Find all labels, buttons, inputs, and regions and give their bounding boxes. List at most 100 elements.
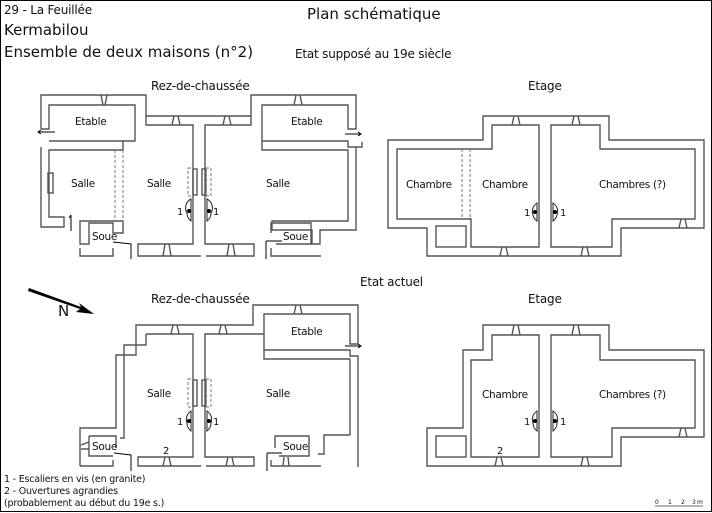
wall-line bbox=[318, 434, 350, 455]
room-label: Chambres (?) bbox=[599, 179, 666, 191]
wall-line bbox=[396, 124, 540, 248]
wall-line bbox=[204, 333, 264, 467]
plan-mark bbox=[207, 419, 211, 423]
stair-mark: 1 bbox=[524, 417, 530, 428]
room-label: Salle bbox=[71, 178, 95, 190]
room-label: Etable bbox=[75, 116, 106, 128]
wall-line bbox=[511, 324, 521, 336]
wall-line bbox=[678, 218, 688, 229]
stair-mark: 1 bbox=[560, 417, 566, 428]
past-upper-plan: 1 1 Chambre Chambre Chambres (?) bbox=[387, 115, 705, 257]
wall-line bbox=[225, 456, 235, 467]
wall-line bbox=[222, 115, 232, 126]
wall-line bbox=[263, 350, 351, 435]
past-ground-plan: 1 1 Etable Etable Salle Salle Salle Soue… bbox=[37, 94, 363, 259]
wall-line bbox=[435, 435, 467, 458]
door-arrow-icon bbox=[113, 452, 132, 471]
wall-line bbox=[550, 334, 696, 458]
north-arrow-icon bbox=[28, 288, 94, 314]
current-state-title: Etat actuel bbox=[360, 275, 423, 289]
scale-tick: 3 bbox=[692, 499, 696, 506]
stair-mark: 1 bbox=[213, 207, 219, 218]
dashed-partition bbox=[187, 378, 194, 408]
wall-line bbox=[470, 334, 540, 458]
room-label: Chambre bbox=[482, 389, 528, 401]
scale-tick: 2 bbox=[681, 499, 685, 506]
stair-mark: 1 bbox=[177, 417, 183, 428]
wall-line bbox=[226, 243, 236, 257]
scale-unit: m bbox=[697, 499, 703, 506]
room-label: Salle bbox=[266, 178, 290, 190]
wall-line bbox=[162, 456, 172, 467]
door-arrow-icon bbox=[112, 241, 132, 259]
door-arrow-icon bbox=[345, 343, 362, 349]
wall-line bbox=[79, 248, 114, 257]
room-label: Chambre bbox=[482, 179, 528, 191]
wall-line bbox=[80, 441, 90, 450]
room-label: Soue bbox=[283, 441, 308, 453]
legend-item-1: 1 - Escaliers en vis (en granite) bbox=[4, 474, 146, 485]
plan-mark bbox=[533, 419, 537, 423]
wall-line bbox=[79, 304, 359, 467]
wall-line bbox=[218, 324, 228, 335]
wall-line bbox=[270, 248, 321, 257]
scale-tick: 1 bbox=[668, 499, 672, 506]
past-upper-title: Etage bbox=[528, 79, 562, 93]
page-title: Plan schématique bbox=[307, 5, 441, 23]
wall-line bbox=[571, 324, 581, 336]
wall-line bbox=[120, 334, 147, 439]
door-arrow-icon bbox=[265, 240, 282, 259]
wall-line bbox=[170, 324, 180, 335]
plan-mark bbox=[533, 210, 537, 214]
wall-line bbox=[100, 94, 108, 106]
wall-line bbox=[137, 333, 201, 467]
current-upper-title: Etage bbox=[528, 292, 562, 306]
wall-line bbox=[270, 460, 321, 467]
place-label: Kermabilou bbox=[4, 21, 89, 39]
ensemble-label: Ensemble de deux maisons (n°2) bbox=[4, 43, 254, 61]
stair-mark: 1 bbox=[524, 208, 530, 219]
door-arrow-icon bbox=[37, 129, 55, 135]
wall-line bbox=[171, 115, 181, 126]
plan-mark bbox=[553, 419, 557, 423]
wall-line bbox=[192, 168, 198, 196]
plan-mark bbox=[207, 209, 211, 213]
room-label: Salle bbox=[147, 178, 171, 190]
wall-line bbox=[580, 456, 590, 467]
room-label: Etable bbox=[291, 116, 322, 128]
room-label: Salle bbox=[266, 388, 290, 400]
dashed-partition bbox=[205, 167, 212, 197]
wall-line bbox=[137, 116, 201, 257]
dashed-partition bbox=[205, 378, 212, 408]
dashed-partition bbox=[187, 167, 194, 197]
wall-line bbox=[47, 172, 54, 194]
scale-bar: 0 1 2 3 m bbox=[655, 499, 703, 507]
wall-line bbox=[79, 220, 124, 245]
wall-line bbox=[201, 168, 207, 196]
past-ground-title: Rez-de-chaussée bbox=[151, 79, 250, 93]
plan-mark bbox=[187, 209, 191, 213]
stair-mark: 1 bbox=[177, 207, 183, 218]
scale-tick: 0 bbox=[655, 499, 659, 506]
door-arrow-icon bbox=[345, 131, 362, 137]
wall-line bbox=[274, 435, 310, 457]
room-label: Soue bbox=[92, 441, 117, 453]
past-state-title: Etat supposé au 19e siècle bbox=[295, 47, 452, 61]
wall-line bbox=[293, 94, 303, 106]
room-label: Chambre bbox=[406, 179, 452, 191]
north-label: N bbox=[58, 302, 70, 320]
wall-line bbox=[550, 124, 696, 248]
stair-mark: 1 bbox=[560, 208, 566, 219]
room-label: Etable bbox=[291, 326, 322, 338]
wall-line bbox=[162, 243, 172, 257]
wall-line bbox=[426, 324, 705, 467]
wall-line bbox=[282, 456, 290, 467]
current-ground-title: Rez-de-chaussée bbox=[151, 292, 250, 306]
room-label: Soue bbox=[92, 231, 117, 243]
plan-mark bbox=[553, 210, 557, 214]
opening-mark: 2 bbox=[163, 446, 169, 457]
wall-line bbox=[270, 222, 312, 245]
door-arrow-icon bbox=[68, 214, 72, 231]
wall-line bbox=[499, 246, 509, 257]
